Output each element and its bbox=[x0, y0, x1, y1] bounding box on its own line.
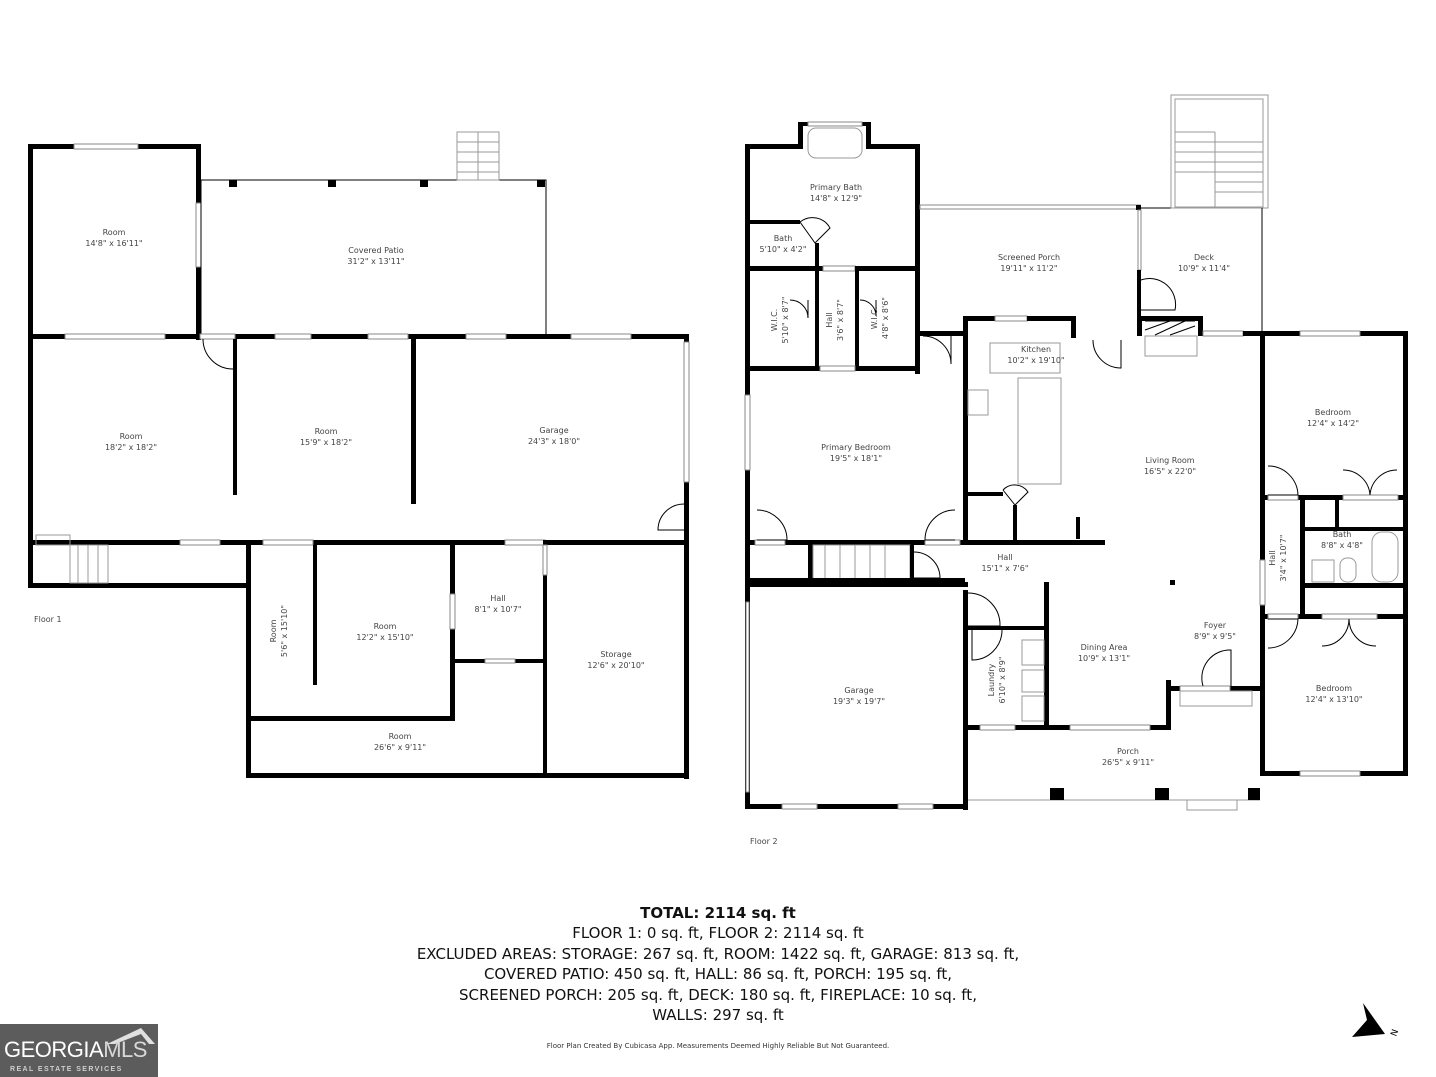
summary-line: COVERED PATIO: 450 sq. ft, HALL: 86 sq. … bbox=[483, 965, 953, 983]
georgia-mls-logo: GEORGIAMLS REAL ESTATE SERVICES bbox=[0, 1024, 158, 1077]
room-label: W.I.C.4'8" x 8'6" bbox=[870, 297, 890, 339]
area-summary: TOTAL: 2114 sq. ft FLOOR 1: 0 sq. ft, FL… bbox=[300, 903, 1136, 1026]
roof-icon bbox=[107, 1028, 155, 1044]
summary-line: EXCLUDED AREAS: STORAGE: 267 sq. ft, ROO… bbox=[416, 944, 1020, 963]
summary-line: FLOOR 1: 0 sq. ft, FLOOR 2: 2114 sq. ft bbox=[572, 924, 864, 942]
room-label: W.I.C.5'10" x 8'7" bbox=[770, 296, 790, 344]
logo-brand: GEORGIA bbox=[4, 1037, 104, 1062]
logo-brand-mls: MLS bbox=[103, 1037, 147, 1062]
summary-line: WALLS: 297 sq. ft bbox=[652, 1006, 784, 1024]
floor1-label: Floor 1 bbox=[34, 615, 62, 624]
floor-plan-drawing bbox=[28, 94, 1408, 811]
north-arrow-icon: N bbox=[1340, 1000, 1410, 1049]
total-area: TOTAL: 2114 sq. ft bbox=[640, 904, 796, 922]
disclaimer: Floor Plan Created By Cubicasa App. Meas… bbox=[546, 1042, 890, 1050]
logo-tagline: REAL ESTATE SERVICES bbox=[10, 1066, 123, 1073]
floor1-walls bbox=[28, 131, 690, 779]
floor2-walls bbox=[744, 94, 1408, 811]
summary-line: SCREENED PORCH: 205 sq. ft, DECK: 180 sq… bbox=[459, 985, 977, 1004]
floor2-label: Floor 2 bbox=[750, 837, 778, 846]
